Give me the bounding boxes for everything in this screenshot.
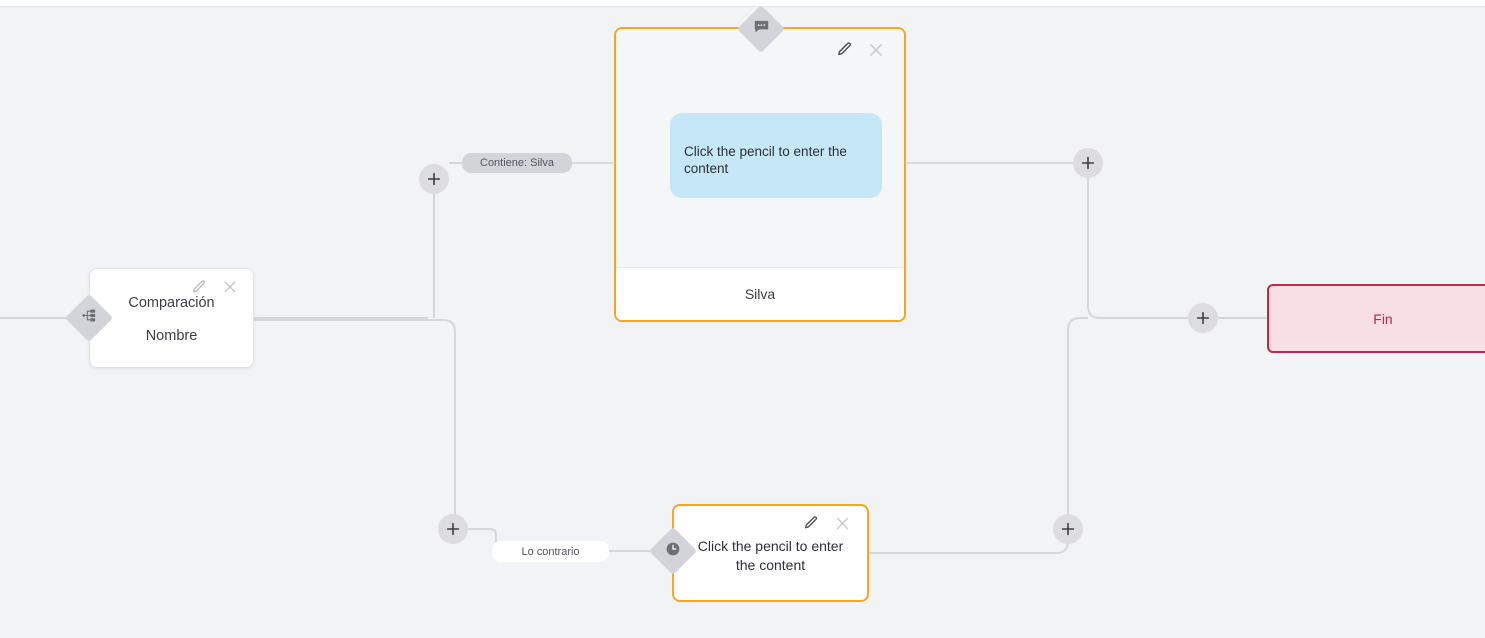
plus-icon [445, 521, 461, 537]
delay-node[interactable]: Click the pencil to enter the content [672, 504, 869, 602]
edit-pencil-icon[interactable] [836, 41, 853, 58]
close-icon[interactable] [834, 515, 851, 532]
delay-node-text: Click the pencil to enter the content [697, 538, 844, 573]
delay-node-badge [648, 526, 698, 576]
add-step-button-end[interactable] [1188, 303, 1218, 333]
plus-icon [1080, 155, 1096, 171]
add-step-button-bottom-right[interactable] [1053, 514, 1083, 544]
hierarchy-icon [81, 307, 98, 329]
end-node-label: Fin [1373, 310, 1393, 327]
message-node-footer: Silva [616, 267, 904, 320]
add-step-button-bottom-left[interactable] [438, 514, 468, 544]
comparison-node-badge [64, 293, 114, 343]
comparison-node-title: Comparación [128, 295, 215, 311]
add-step-button-top-right[interactable] [1073, 148, 1103, 178]
delay-node-actions[interactable] [803, 515, 851, 532]
plus-icon [426, 171, 442, 187]
end-node[interactable]: Fin [1267, 284, 1485, 353]
close-icon[interactable] [222, 279, 239, 296]
edit-pencil-icon[interactable] [191, 279, 208, 296]
message-node[interactable]: Click the pencil to enter the content Si… [614, 27, 906, 322]
chat-bubble-icon [753, 18, 770, 40]
branch-label-false: Lo contrario [492, 541, 609, 562]
edit-pencil-icon[interactable] [803, 515, 820, 532]
message-bubble: Click the pencil to enter the content [670, 113, 882, 198]
branch-label-true: Contiene: Silva [462, 153, 572, 173]
add-step-button-top-left[interactable] [419, 164, 449, 194]
message-node-badge [736, 4, 786, 54]
close-icon[interactable] [867, 41, 884, 58]
comparison-node-actions[interactable] [191, 279, 239, 296]
clock-icon [664, 540, 682, 563]
plus-icon [1195, 310, 1211, 326]
comparison-node[interactable]: Comparación Nombre [89, 268, 254, 368]
plus-icon [1060, 521, 1076, 537]
message-node-actions[interactable] [836, 41, 884, 58]
toolbar-edge [0, 0, 1485, 7]
comparison-node-subtitle: Nombre [145, 328, 198, 344]
